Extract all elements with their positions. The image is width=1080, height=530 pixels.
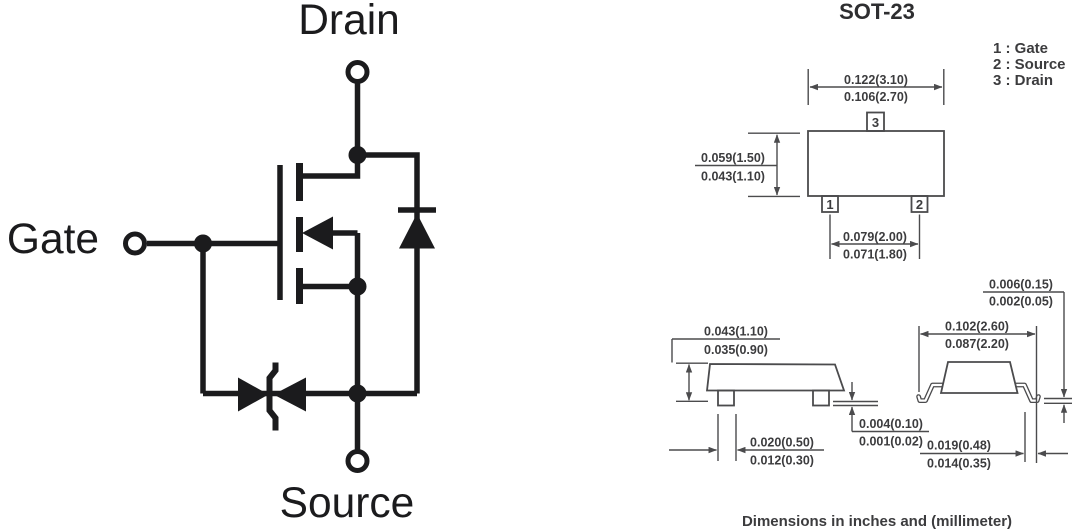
dim-lead-thickness: 0.006(0.15) 0.002(0.05) bbox=[983, 278, 1072, 423]
junction-dot-gate bbox=[194, 234, 212, 253]
side-view-body bbox=[705, 363, 846, 392]
dim-lead-width-min: 0.012(0.30) bbox=[750, 454, 814, 468]
dim-body-width: 0.122(3.10) 0.106(2.70) bbox=[807, 69, 945, 105]
pin3-pad bbox=[866, 111, 885, 132]
dim-foot-length-max: 0.019(0.48) bbox=[927, 439, 991, 453]
side-view-lead-right bbox=[812, 389, 830, 407]
source-terminal-circle bbox=[345, 449, 370, 473]
dim-height: 0.043(1.10) 0.035(0.90) bbox=[671, 325, 780, 402]
side-view: 0.043(1.10) 0.035(0.90) 0.020(0.50) 0.01… bbox=[669, 325, 929, 468]
mosfet-schematic: Drain Gate Source bbox=[7, 0, 436, 527]
dim-standoff-max: 0.004(0.10) bbox=[859, 417, 923, 431]
dim-standoff-min: 0.001(0.02) bbox=[859, 435, 923, 449]
junction-dot-drain bbox=[348, 146, 367, 164]
units-caption: Dimensions in inches and (millimeter) bbox=[742, 513, 1012, 530]
end-view: 0.102(2.60) 0.087(2.20) 0.006(0.15) 0.00… bbox=[916, 278, 1072, 471]
dim-body-depth-min: 0.043(1.10) bbox=[701, 170, 765, 184]
end-view-lead-left-inner bbox=[917, 383, 947, 402]
dim-pin-pitch: 0.079(2.00) 0.071(1.80) bbox=[829, 214, 921, 262]
end-view-body bbox=[939, 361, 1019, 394]
end-view-lead-right-inner bbox=[1009, 383, 1040, 402]
dim-lead-thickness-max: 0.006(0.15) bbox=[989, 278, 1053, 292]
side-view-lead-left bbox=[717, 389, 735, 407]
legend-pin1: 1 : Gate bbox=[993, 40, 1048, 57]
dim-lead-span: 0.102(2.60) 0.087(2.20) bbox=[918, 320, 1038, 463]
source-label: Source bbox=[280, 480, 415, 527]
top-view: 3 1 2 0.122(3.10) 0.106(2.70) 0.059(1.50… bbox=[695, 69, 945, 262]
dim-body-width-min: 0.106(2.70) bbox=[844, 90, 908, 104]
dim-body-depth: 0.059(1.50) 0.043(1.10) bbox=[695, 132, 800, 198]
dim-foot-length-min: 0.014(0.35) bbox=[927, 457, 991, 471]
dim-height-leader-bar bbox=[671, 338, 780, 363]
package-title: SOT-23 bbox=[839, 0, 915, 24]
dim-body-width-max: 0.122(3.10) bbox=[844, 73, 908, 87]
pin1-pad bbox=[821, 195, 839, 213]
zener-left-triangle bbox=[238, 377, 269, 412]
legend-pin3: 3 : Drain bbox=[993, 72, 1053, 89]
pin3-number: 3 bbox=[872, 115, 879, 130]
zener-center-bar bbox=[266, 362, 279, 431]
dim-lead-thickness-min: 0.002(0.05) bbox=[989, 295, 1053, 309]
dim-lead-width-max: 0.020(0.50) bbox=[750, 436, 814, 450]
sot23-package-drawing: SOT-23 1 : Gate 2 : Source 3 : Drain 3 1… bbox=[669, 0, 1072, 530]
dim-body-depth-max: 0.059(1.50) bbox=[701, 151, 765, 165]
dim-foot-length: 0.019(0.48) 0.014(0.35) bbox=[920, 412, 1068, 471]
dim-lead-width-ext-lines bbox=[717, 414, 737, 461]
dim-pin-pitch-min: 0.071(1.80) bbox=[843, 248, 907, 262]
wire-mosfet-drain bbox=[302, 156, 361, 179]
dim-body-width-ext-lines bbox=[807, 69, 945, 105]
body-diode-triangle bbox=[399, 213, 435, 249]
pin2-pad bbox=[910, 195, 929, 213]
dim-lead-thickness-ext-lines bbox=[1044, 397, 1072, 404]
pin1-number: 1 bbox=[826, 197, 833, 212]
pin-legend: 1 : Gate 2 : Source 3 : Drain bbox=[993, 40, 1066, 89]
drain-terminal-circle bbox=[345, 60, 370, 84]
mosfet-body-arrow bbox=[302, 216, 333, 250]
top-view-body bbox=[807, 130, 945, 197]
dim-body-depth-ext-lines bbox=[748, 132, 800, 198]
dim-height-ext-lines bbox=[676, 362, 708, 402]
pin2-number: 2 bbox=[916, 197, 923, 212]
dim-lead-span-max: 0.102(2.60) bbox=[945, 320, 1009, 334]
dim-standoff: 0.004(0.10) 0.001(0.02) bbox=[848, 382, 929, 449]
seating-plane-lines bbox=[833, 400, 878, 407]
dim-lead-span-ext-lines bbox=[918, 326, 1038, 463]
dim-pin-pitch-max: 0.079(2.00) bbox=[843, 230, 907, 244]
zener-right-triangle bbox=[273, 377, 306, 412]
dim-lead-span-min: 0.087(2.20) bbox=[945, 337, 1009, 351]
drain-label: Drain bbox=[298, 0, 400, 44]
legend-pin2: 2 : Source bbox=[993, 56, 1066, 73]
junction-dot-source-rail bbox=[348, 384, 367, 403]
junction-dot-body-source bbox=[348, 277, 367, 296]
dim-height-max: 0.043(1.10) bbox=[704, 325, 768, 339]
gate-label: Gate bbox=[7, 216, 99, 263]
dim-lead-width: 0.020(0.50) 0.012(0.30) bbox=[669, 414, 824, 468]
dim-height-min: 0.035(0.90) bbox=[704, 343, 768, 357]
dim-pin-pitch-ext-lines bbox=[829, 214, 921, 259]
wire-diode-branch bbox=[357, 152, 420, 394]
gate-terminal-circle bbox=[123, 231, 147, 256]
